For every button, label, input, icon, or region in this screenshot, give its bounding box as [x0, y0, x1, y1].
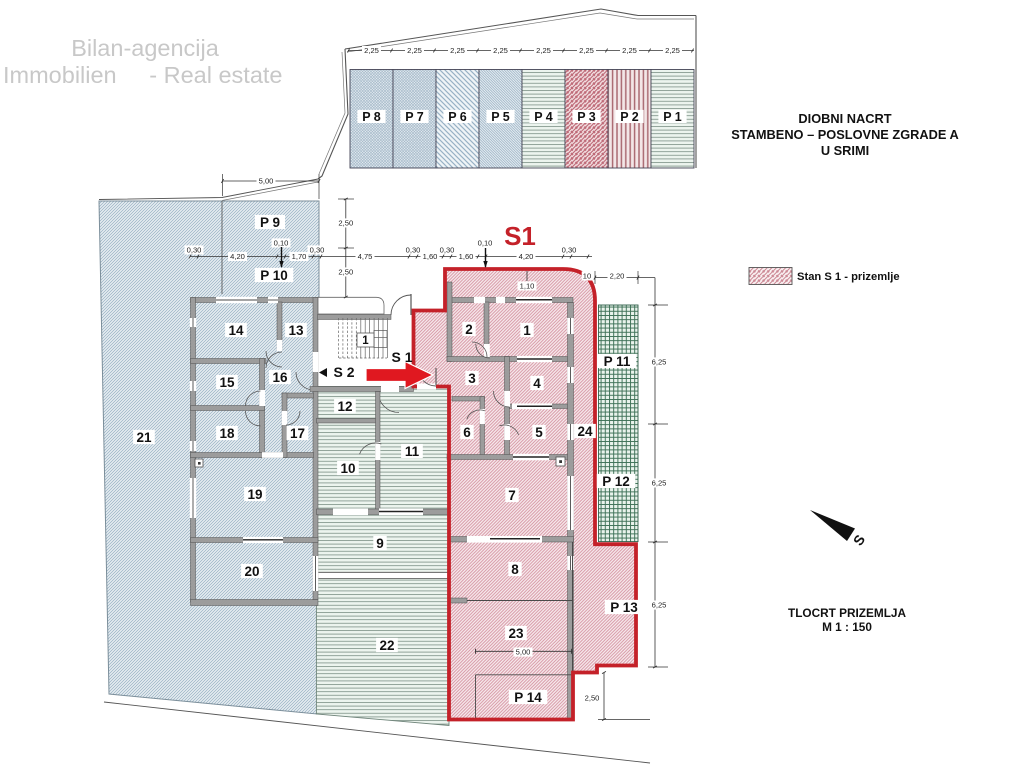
svg-text:6: 6 [463, 425, 471, 440]
svg-text:2,25: 2,25 [450, 46, 465, 55]
svg-text:21: 21 [136, 430, 152, 445]
svg-text:2,50: 2,50 [338, 268, 353, 277]
svg-text:TLOCRT PRIZEMLJA: TLOCRT PRIZEMLJA [788, 606, 906, 620]
svg-text:5,00: 5,00 [259, 177, 274, 186]
svg-text:12: 12 [337, 399, 352, 414]
svg-text:1,60: 1,60 [423, 252, 438, 261]
svg-text:P 5: P 5 [491, 110, 510, 124]
svg-text:6,25: 6,25 [652, 601, 667, 610]
svg-text:STAMBENO – POSLOVNE ZGRADE A: STAMBENO – POSLOVNE ZGRADE A [731, 127, 959, 142]
svg-text:1,70: 1,70 [292, 252, 307, 261]
svg-text:P 8: P 8 [362, 110, 381, 124]
svg-text:2,25: 2,25 [493, 46, 508, 55]
svg-text:1,10: 1,10 [520, 282, 535, 291]
svg-text:2,25: 2,25 [364, 46, 379, 55]
svg-text:2: 2 [465, 322, 473, 337]
svg-text:0,30: 0,30 [562, 246, 577, 255]
svg-text:1: 1 [523, 323, 531, 338]
svg-text:19: 19 [247, 487, 262, 502]
svg-text:P 4: P 4 [534, 110, 553, 124]
svg-text:20: 20 [244, 564, 259, 579]
svg-text:2,25: 2,25 [407, 46, 422, 55]
svg-text:2,25: 2,25 [665, 46, 680, 55]
svg-text:17: 17 [290, 426, 305, 441]
svg-text:P 1: P 1 [663, 110, 682, 124]
svg-text:Immobilien - Real estate: Immobilien - Real estate [3, 62, 283, 88]
svg-text:Stan S 1 - prizemlje: Stan S 1 - prizemlje [797, 271, 900, 283]
svg-text:6,25: 6,25 [652, 479, 667, 488]
svg-text:13: 13 [288, 323, 304, 338]
svg-text:P 10: P 10 [260, 268, 288, 283]
svg-text:0,30: 0,30 [187, 246, 202, 255]
svg-text:18: 18 [219, 426, 235, 441]
svg-text:10: 10 [583, 272, 591, 281]
svg-text:4,20: 4,20 [230, 252, 245, 261]
svg-text:P 7: P 7 [405, 110, 424, 124]
svg-text:1,60: 1,60 [459, 252, 474, 261]
svg-text:0,10: 0,10 [478, 239, 493, 248]
svg-text:P 2: P 2 [620, 110, 639, 124]
svg-text:P 11: P 11 [604, 354, 631, 369]
svg-text:S 1: S 1 [391, 349, 412, 365]
svg-text:1: 1 [362, 335, 369, 347]
svg-text:P 13: P 13 [610, 600, 638, 615]
svg-text:11: 11 [405, 444, 420, 459]
svg-text:2,25: 2,25 [536, 46, 551, 55]
svg-text:23: 23 [508, 626, 524, 641]
svg-text:7: 7 [508, 488, 516, 503]
svg-text:4,75: 4,75 [358, 252, 373, 261]
svg-text:5,00: 5,00 [516, 648, 531, 657]
svg-text:24: 24 [577, 424, 593, 439]
svg-text:22: 22 [379, 638, 394, 653]
svg-text:0,30: 0,30 [310, 246, 325, 255]
svg-text:P 3: P 3 [577, 110, 596, 124]
svg-text:P 12: P 12 [602, 474, 630, 489]
svg-text:P 9: P 9 [260, 215, 280, 230]
svg-text:0,30: 0,30 [406, 246, 421, 255]
svg-text:3: 3 [468, 371, 476, 386]
svg-text:2,50: 2,50 [338, 219, 353, 228]
svg-text:2,25: 2,25 [579, 46, 594, 55]
svg-text:P 14: P 14 [514, 690, 542, 705]
svg-text:DIOBNI NACRT: DIOBNI NACRT [798, 111, 891, 126]
svg-text:6,25: 6,25 [652, 358, 667, 367]
svg-text:4,20: 4,20 [519, 252, 534, 261]
svg-text:15: 15 [219, 375, 235, 390]
svg-text:5: 5 [535, 425, 543, 440]
svg-text:S1: S1 [504, 221, 536, 251]
svg-text:9: 9 [376, 536, 384, 551]
svg-text:2,25: 2,25 [622, 46, 637, 55]
svg-text:8: 8 [511, 562, 519, 577]
svg-text:14: 14 [228, 323, 244, 338]
svg-text:0,30: 0,30 [440, 246, 455, 255]
svg-text:2,50: 2,50 [585, 694, 600, 703]
svg-text:M 1 : 150: M 1 : 150 [822, 620, 872, 634]
svg-text:2,20: 2,20 [610, 272, 625, 281]
svg-text:4: 4 [533, 376, 541, 391]
svg-text:0,10: 0,10 [274, 239, 289, 248]
svg-text:10: 10 [340, 461, 355, 476]
svg-text:16: 16 [272, 370, 288, 385]
svg-text:S 2: S 2 [333, 364, 354, 380]
svg-text:Bilan-agencija: Bilan-agencija [71, 35, 220, 61]
svg-text:P 6: P 6 [448, 110, 467, 124]
svg-text:U SRIMI: U SRIMI [821, 143, 869, 158]
